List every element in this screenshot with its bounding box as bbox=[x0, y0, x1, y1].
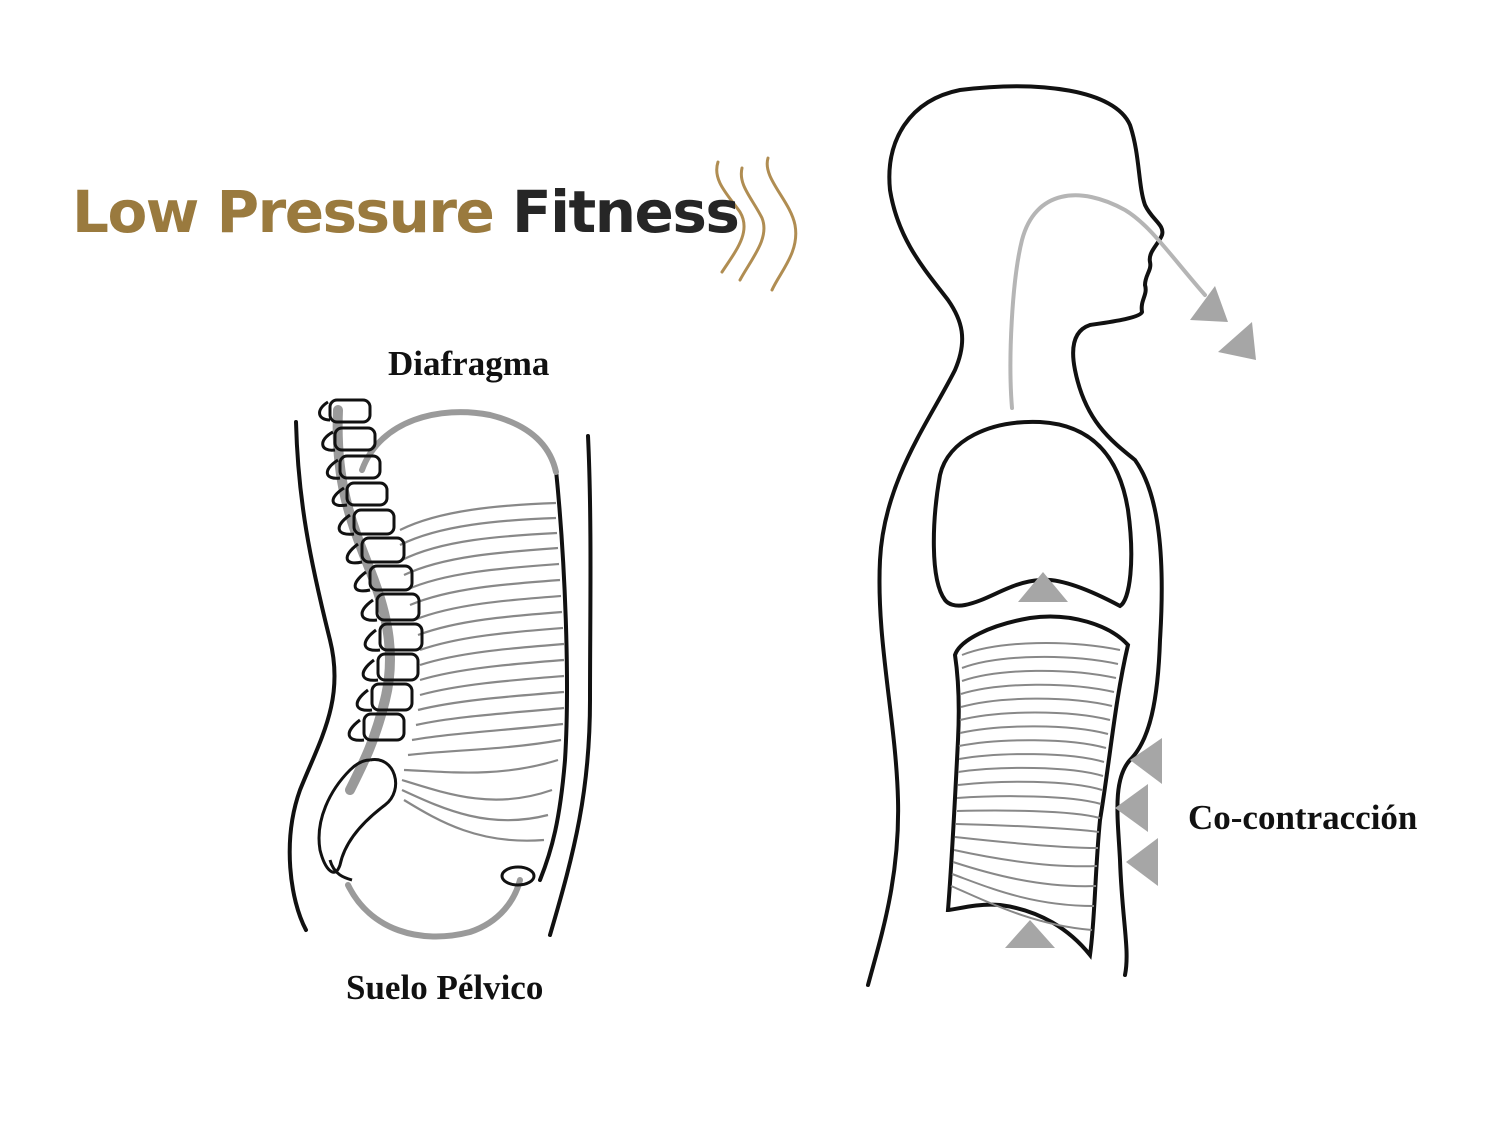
diaphragm-up-arrow-icon bbox=[1018, 572, 1068, 602]
abdominal-fibers bbox=[399, 501, 565, 842]
arrow-icons bbox=[1005, 286, 1256, 948]
pelvic-floor-label: Suelo Pélvico bbox=[346, 968, 544, 1007]
co-contraction-label: Co-contracción bbox=[1188, 798, 1418, 837]
torso-side-view bbox=[287, 420, 593, 937]
logo-swoosh-icon bbox=[715, 156, 798, 292]
abdominal-in-arrow-icon bbox=[1126, 838, 1158, 886]
pelvic-floor-muscle bbox=[345, 865, 536, 940]
exhale-arrow-icon bbox=[1218, 322, 1256, 360]
diaphragm-label: Diafragma bbox=[388, 344, 550, 383]
human-profile bbox=[866, 84, 1165, 987]
diaphragm-muscle bbox=[359, 409, 559, 475]
abdominal-in-arrow-icon bbox=[1130, 738, 1162, 784]
brand-name-dark: Fitness bbox=[512, 178, 740, 246]
brand-name-gold: Low Pressure bbox=[72, 178, 495, 246]
abdomen bbox=[945, 614, 1131, 960]
brand-logo: Low Pressure Fitness bbox=[72, 178, 740, 246]
airway-path bbox=[1008, 193, 1207, 410]
lungs bbox=[931, 419, 1134, 609]
exhale-arrow-icon bbox=[1190, 286, 1228, 322]
spine bbox=[317, 398, 424, 882]
abdominal-in-arrow-icon bbox=[1115, 784, 1148, 832]
pelvic-up-arrow-icon bbox=[1005, 920, 1055, 948]
